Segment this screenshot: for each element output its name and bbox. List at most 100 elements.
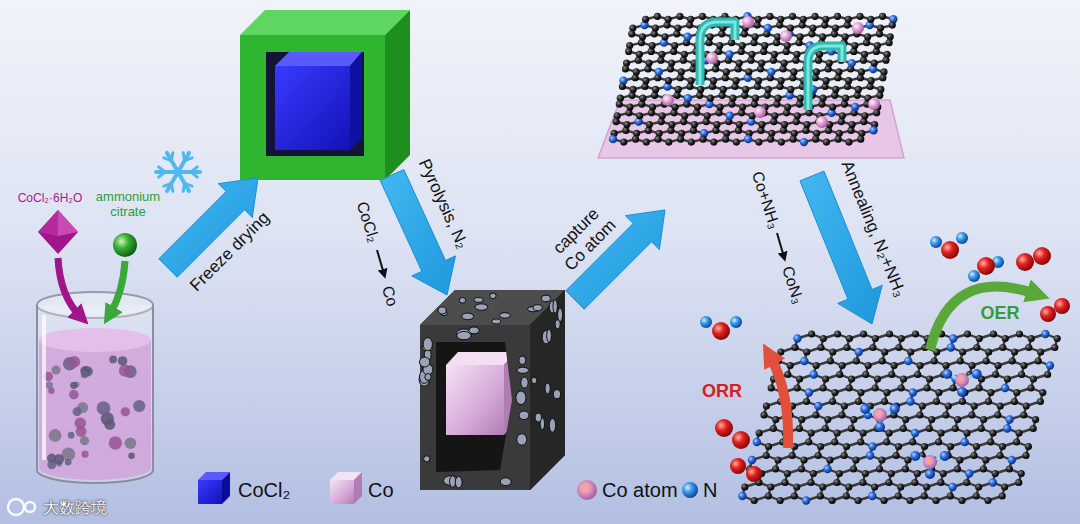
lattice-atom (791, 492, 798, 499)
lattice-atom (720, 86, 727, 93)
watermark-logo (8, 499, 24, 515)
lattice-atom (865, 362, 872, 369)
lattice-atom (796, 375, 803, 382)
con3-site (972, 369, 982, 379)
lattice-atom (841, 452, 848, 459)
lattice-atom (739, 103, 746, 110)
lattice-atom (926, 375, 933, 382)
lattice-atom (824, 416, 831, 423)
legend-label: Co (368, 478, 394, 502)
lattice-atom (654, 136, 661, 143)
molecule (732, 431, 750, 449)
lattice-atom (620, 138, 627, 145)
lattice-atom (839, 362, 846, 369)
lattice-atom (765, 86, 772, 93)
lattice-atom (856, 13, 863, 20)
lattice-atom (1020, 411, 1027, 418)
lattice-atom (805, 388, 813, 396)
molecule (930, 236, 942, 248)
porous-carbon-cube (420, 325, 530, 490)
lattice-atom (751, 497, 758, 504)
lattice-atom (1001, 483, 1008, 490)
cobalt-atom (852, 22, 864, 34)
lattice-atom (613, 118, 620, 125)
reaction-arrow (377, 250, 384, 274)
lattice-atom (947, 343, 955, 351)
lattice-atom (777, 497, 784, 504)
lattice-atom (980, 465, 987, 472)
lattice-atom (767, 483, 774, 490)
reaction-arrow (777, 233, 784, 257)
lattice-atom (741, 483, 748, 490)
lattice-atom (820, 384, 827, 391)
con3-site (923, 455, 937, 469)
watermark-logo (25, 502, 35, 512)
lattice-atom (768, 384, 775, 391)
lattice-atom (742, 86, 749, 93)
graphene-sheet (598, 12, 904, 158)
con3-site (875, 422, 885, 432)
lattice-atom (898, 335, 905, 342)
lattice-atom (826, 60, 833, 67)
lattice-atom (787, 362, 794, 369)
lattice-atom (803, 121, 810, 128)
lattice-atom (914, 371, 921, 378)
lattice-atom (652, 86, 659, 93)
reagent-label: ammonium citrate (92, 190, 164, 220)
lattice-atom (999, 344, 1006, 351)
lattice-atom (848, 375, 855, 382)
porous-carbon-cube (420, 290, 565, 490)
lattice-atom (982, 456, 989, 463)
lattice-atom (895, 492, 902, 499)
frozen-precursor-cube (350, 52, 362, 150)
lattice-atom (851, 42, 858, 49)
lattice-atom (994, 362, 1001, 369)
frozen-precursor-cube (275, 66, 350, 150)
lattice-atom (678, 68, 685, 75)
graphene-sheet (598, 100, 904, 158)
lattice-atom (800, 138, 808, 146)
lattice-atom (800, 357, 808, 365)
lattice-atom (914, 470, 921, 477)
lattice-atom (1018, 371, 1025, 378)
cobalt-atom (780, 30, 792, 42)
step-label: Annealing, N₂+NH₃ (836, 158, 910, 300)
lattice-atom (829, 103, 836, 110)
lattice-atom (1044, 371, 1051, 378)
lattice-atom (1054, 335, 1061, 342)
lattice-atom (761, 42, 768, 49)
legend-icon (198, 480, 222, 504)
lattice-atom (772, 465, 779, 472)
lattice-atom (630, 86, 637, 93)
lattice-atom (781, 121, 788, 128)
lattice-atom (796, 425, 803, 432)
lattice-atom (973, 344, 980, 351)
lattice-atom (642, 77, 649, 84)
lattice-atom (813, 362, 820, 369)
lattice-atom (819, 33, 826, 40)
lattice-atom (793, 51, 800, 58)
lattice-atom (921, 492, 928, 499)
lattice-atom (906, 397, 914, 405)
lattice-atom (710, 138, 717, 145)
pore (516, 391, 526, 405)
lattice-atom (985, 398, 992, 405)
snowflake-icon (171, 153, 172, 161)
lattice-atom (891, 362, 898, 369)
lattice-atom (964, 330, 971, 337)
lattice-atom (973, 492, 980, 499)
lattice-atom (1009, 357, 1016, 364)
lattice-atom (959, 348, 966, 355)
lattice-atom (625, 48, 632, 55)
lattice-atom (781, 479, 788, 486)
lattice-atom (716, 103, 723, 110)
snowflake-icon (167, 172, 178, 191)
con3-site (940, 451, 950, 461)
frozen-precursor-cube (240, 10, 410, 180)
molecule (1016, 253, 1034, 271)
lattice-atom (763, 452, 770, 459)
lattice-atom (874, 42, 881, 49)
lattice-atom (947, 443, 954, 450)
